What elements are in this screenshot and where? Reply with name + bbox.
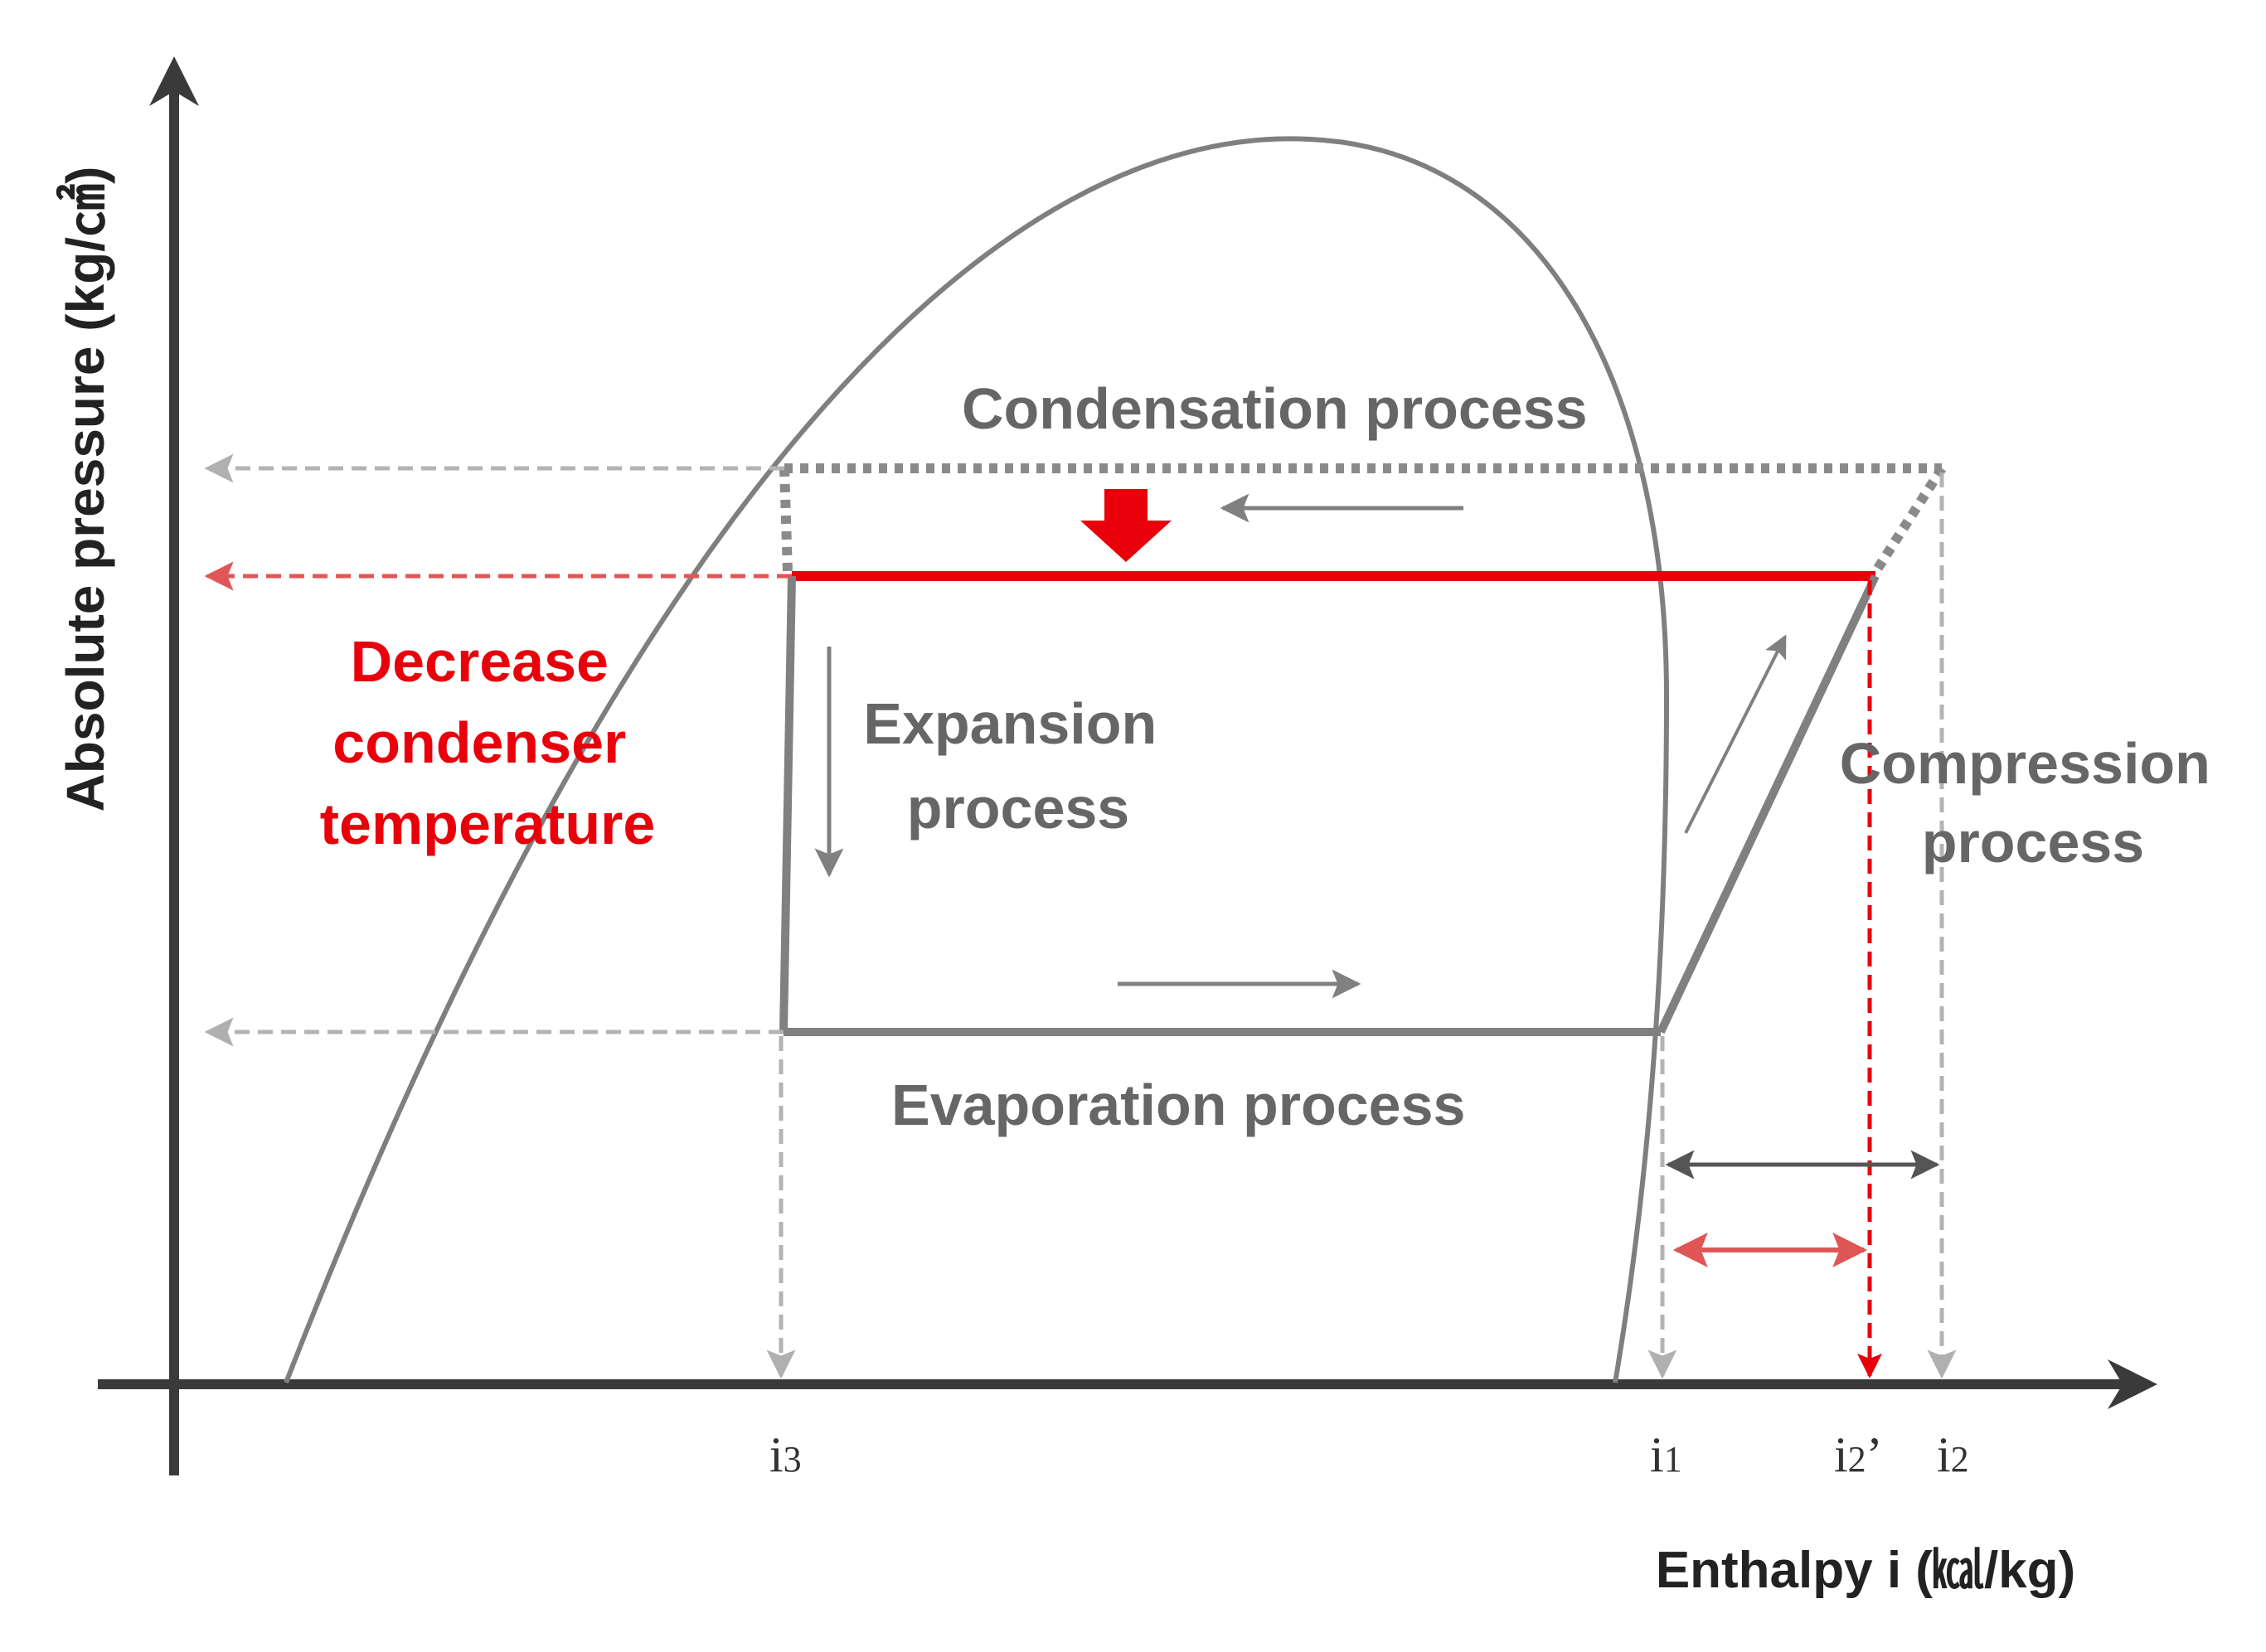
compression-process-label: Compression process: [1840, 731, 2227, 874]
original-cycle: [779, 463, 1947, 575]
tick-i2-prime: i2’: [1834, 1427, 1883, 1482]
condensation-process-label: Condensation process: [962, 376, 1588, 441]
y-axis-label: Absolute pressure (kg/㎠): [56, 167, 115, 812]
decrease-condenser-temperature-label: Decrease condenser temperature: [320, 629, 656, 856]
compression-line: [1657, 574, 1880, 1034]
tick-i2: i2: [1937, 1427, 1969, 1482]
tick-i1: i1: [1650, 1427, 1682, 1482]
compression-direction-arrow: [1684, 634, 1787, 834]
decrease-arrow-icon: [1080, 489, 1172, 562]
evaporation-process-label: Evaporation process: [891, 1073, 1465, 1137]
expansion-line: [779, 575, 796, 1033]
refrigeration-cycle: [779, 571, 1880, 1036]
tick-i3: i3: [769, 1427, 802, 1482]
expansion-process-label: Expansion process: [863, 691, 1172, 841]
x-axis-label: Enthalpy i (㎉/kg): [1656, 1542, 2075, 1599]
saturation-curve: [284, 136, 1670, 1384]
